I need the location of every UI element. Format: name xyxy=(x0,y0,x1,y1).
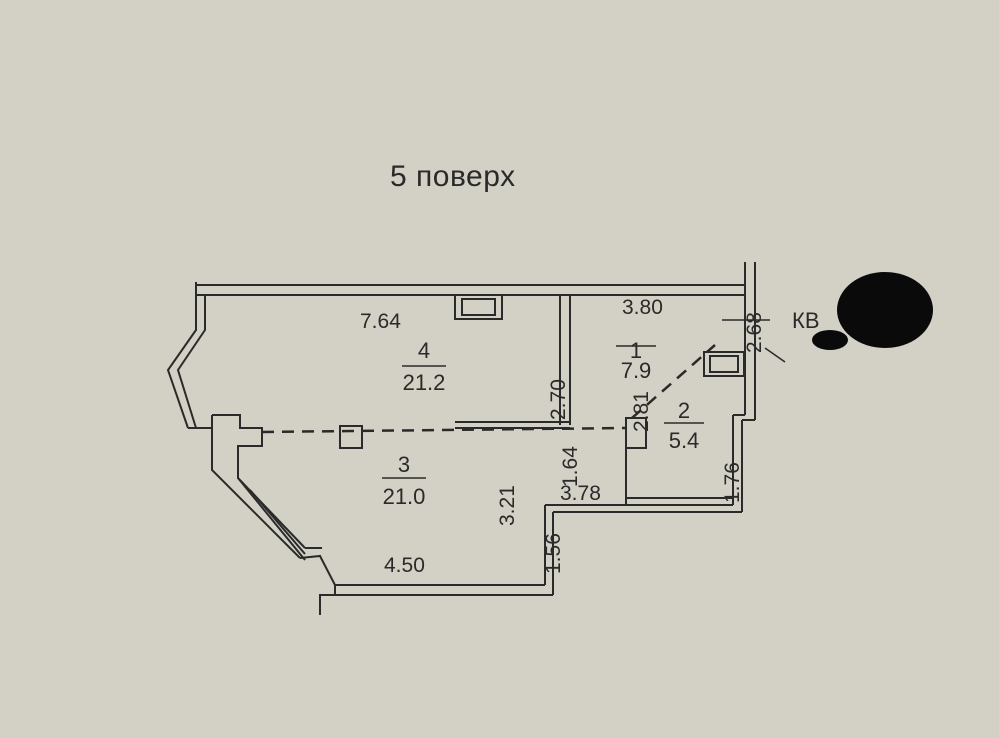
partition-4-1 xyxy=(559,295,571,425)
dim-room3-depth: 3.21 xyxy=(496,485,519,526)
room3-number: 3 xyxy=(398,452,410,477)
dim-room1-width: 3.80 xyxy=(622,296,663,319)
room2-area: 5.4 xyxy=(669,428,700,453)
angled-wall xyxy=(211,414,336,615)
dim-room1-right: 2.68 xyxy=(743,312,766,353)
column-left xyxy=(339,425,363,449)
dim-room4-depth: 2.70 xyxy=(547,379,570,420)
room4-area: 21.2 xyxy=(403,370,446,395)
vent-shaft-right xyxy=(703,351,745,377)
entrance-marker xyxy=(722,319,786,363)
dim-corridor: 1.64 xyxy=(559,446,582,487)
dashed-zone-line xyxy=(261,426,627,434)
room1-area: 7.9 xyxy=(621,358,652,383)
room1-number: 1 xyxy=(630,338,642,363)
vent-shaft-top xyxy=(454,294,503,320)
dim-room2-height: 1.76 xyxy=(721,462,744,503)
right-wall xyxy=(732,262,756,512)
room2-number: 2 xyxy=(678,398,690,423)
partition-room2 xyxy=(625,448,733,505)
vent-shaft-top-inner xyxy=(461,298,496,316)
entrance-label: КВ xyxy=(792,308,820,333)
dim-room4-width: 7.64 xyxy=(360,310,401,333)
redacted-mark xyxy=(812,272,933,350)
dim-bottom-width: 4.50 xyxy=(384,554,425,577)
dim-step: 1.56 xyxy=(542,533,565,574)
dim-room2-width: 3.78 xyxy=(560,482,601,505)
dim-room1-depth: 2.81 xyxy=(630,391,653,432)
bottom-wall xyxy=(335,584,553,596)
room3-area: 21.0 xyxy=(383,484,426,509)
room4-number: 4 xyxy=(418,338,430,363)
lower-step-wall xyxy=(544,504,742,595)
bay-window xyxy=(166,295,212,429)
vent-shaft-right-inner xyxy=(709,355,739,373)
partition-4-3 xyxy=(455,421,570,429)
column-right xyxy=(625,417,647,449)
floor-title: 5 поверх xyxy=(390,160,516,193)
